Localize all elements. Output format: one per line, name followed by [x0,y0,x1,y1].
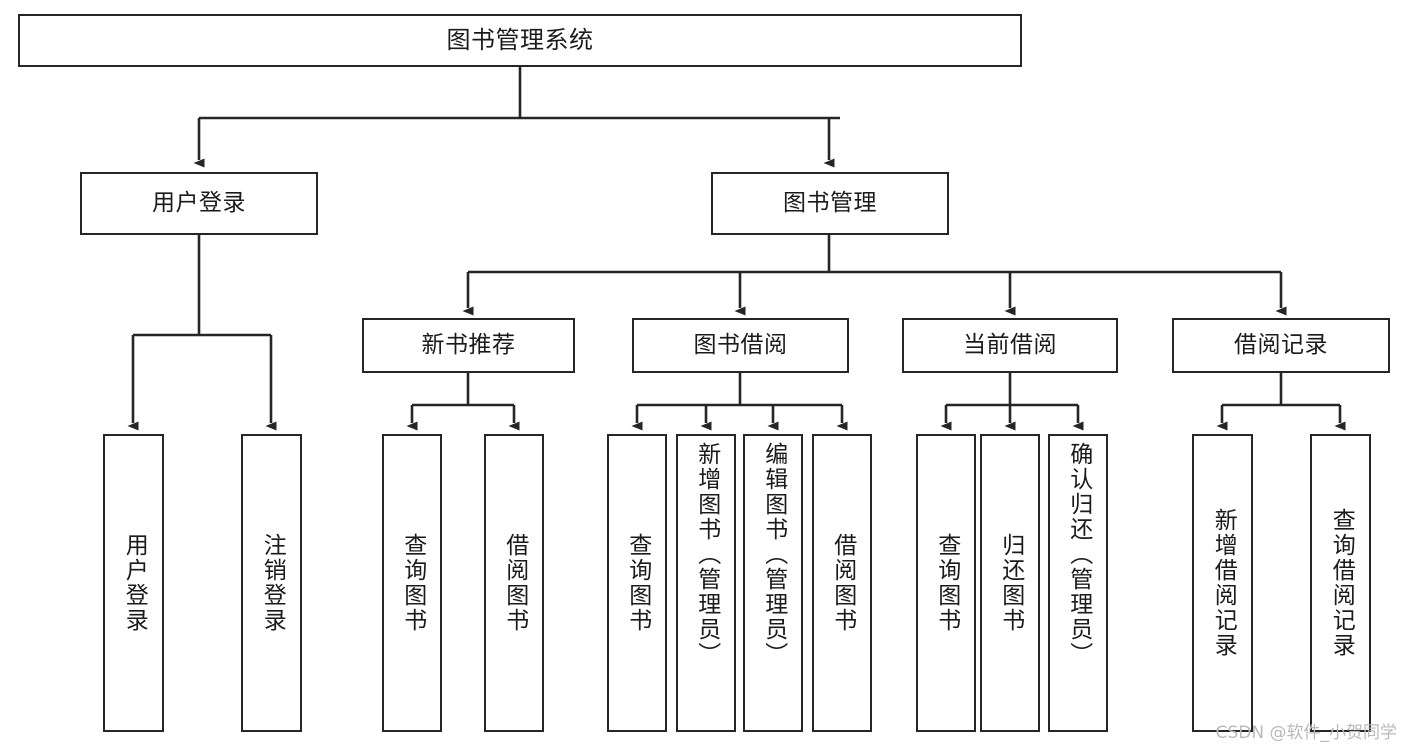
node-label: 查询图书 [624,533,651,633]
node-label: 用户登录 [152,189,246,216]
node-root-library-system[interactable]: 图书管理系统 [18,14,1022,67]
node-label: 编辑图书（管理员） [760,442,787,667]
node-borrow-record[interactable]: 借阅记录 [1172,318,1390,373]
leaf-new-book-query[interactable]: 查询图书 [382,434,442,732]
watermark: CSDN @软件_小贺同学 [1215,723,1397,743]
leaf-new-book-borrow[interactable]: 借阅图书 [484,434,544,732]
node-label: 新书推荐 [421,331,516,358]
leaf-query-borrow-record[interactable]: 查询借阅记录 [1310,434,1371,732]
leaf-user-login[interactable]: 用户登录 [103,434,164,732]
node-new-book-recommend[interactable]: 新书推荐 [362,318,575,373]
node-user-login[interactable]: 用户登录 [80,172,318,235]
node-label: 图书管理系统 [446,26,594,55]
node-label: 查询图书 [399,533,426,633]
leaf-logout[interactable]: 注销登录 [241,434,302,732]
node-label: 新增借阅记录 [1210,508,1237,658]
node-label: 确认归还（管理员） [1065,442,1092,667]
node-label: 借阅图书 [501,533,528,633]
node-book-borrow[interactable]: 图书借阅 [632,318,849,373]
node-label: 查询借阅记录 [1328,508,1355,658]
node-label: 归还图书 [997,533,1024,633]
leaf-current-query-book[interactable]: 查询图书 [916,434,976,732]
node-label: 借阅图书 [829,533,856,633]
leaf-confirm-return-admin[interactable]: 确认归还（管理员） [1048,434,1108,732]
leaf-add-borrow-record[interactable]: 新增借阅记录 [1192,434,1253,732]
node-label: 注销登录 [259,533,286,633]
node-label: 用户登录 [121,533,148,633]
node-label: 当前借阅 [963,331,1057,358]
node-label: 图书管理 [783,189,877,216]
leaf-edit-book-admin[interactable]: 编辑图书（管理员） [743,434,803,732]
node-label: 查询图书 [933,533,960,633]
leaf-return-book[interactable]: 归还图书 [980,434,1040,732]
leaf-borrow-book[interactable]: 借阅图书 [812,434,872,732]
node-current-borrow[interactable]: 当前借阅 [902,318,1118,373]
leaf-borrow-query-book[interactable]: 查询图书 [607,434,667,732]
node-label: 图书借阅 [693,331,788,358]
node-label: 新增图书（管理员） [693,442,720,667]
node-book-management[interactable]: 图书管理 [711,172,949,235]
node-label: 借阅记录 [1234,331,1328,358]
leaf-add-book-admin[interactable]: 新增图书（管理员） [676,434,736,732]
